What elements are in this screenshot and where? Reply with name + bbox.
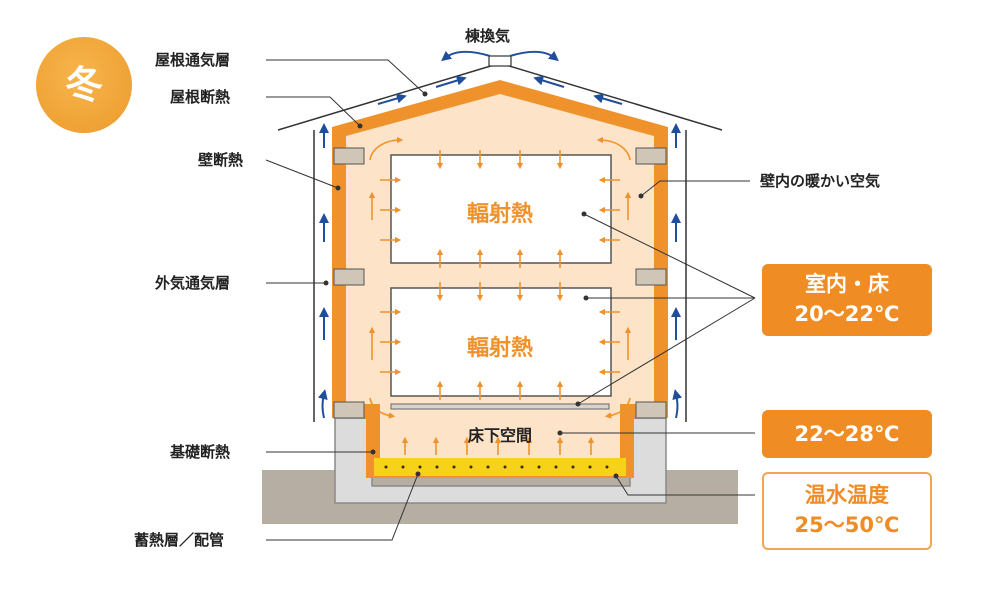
season-badge: 冬 [36,37,132,133]
indoor-temp-value: 20～22℃ [794,302,900,326]
wall-insulation-label: 壁断熱 [198,151,244,169]
lower-floor-room [390,287,612,397]
heat-arrow [368,136,632,455]
water-temp-value: 25～50℃ [794,513,900,537]
indoor-temp-title: 室内・床 [805,272,889,296]
underfloor-label: 床下空間 [467,426,532,445]
warm-air-label: 壁内の暖かい空気 [760,172,881,190]
radiant-heat-lower-label: 輻射熱 [466,336,533,361]
heat-storage-label: 蓄熱層／配管 [134,531,225,549]
roof-insulation-label: 屋根断熱 [170,88,231,106]
ground-floor-slab [390,403,610,410]
underfloor-temp-value: 22～28℃ [794,422,900,446]
indoor-temp-box: 室内・床 20～22℃ [762,264,932,336]
foundation-insulation-label: 基礎断熱 [170,443,231,461]
roof-vent-layer-label: 屋根通気層 [155,51,231,69]
ridge-vent-arrow [441,50,559,62]
heating-pipes [384,465,609,469]
outer-vent-layer-label: 外気通気層 [155,274,231,292]
heat-storage-layer [374,458,626,476]
upper-floor-room [390,154,612,264]
underfloor-temp-box: 22～28℃ [762,410,932,458]
leader-lines [265,59,756,541]
leader-dots [323,91,644,479]
ridge-vent-label: 棟換気 [465,27,511,45]
radiant-heat-upper-label: 輻射熱 [466,202,533,227]
beam-blocks [333,147,667,419]
ridge-vent-cap [488,55,512,67]
water-temp-title: 温水温度 [805,483,889,507]
airflow-up-arrow [317,75,683,419]
water-temp-box: 温水温度 25～50℃ [762,472,932,550]
